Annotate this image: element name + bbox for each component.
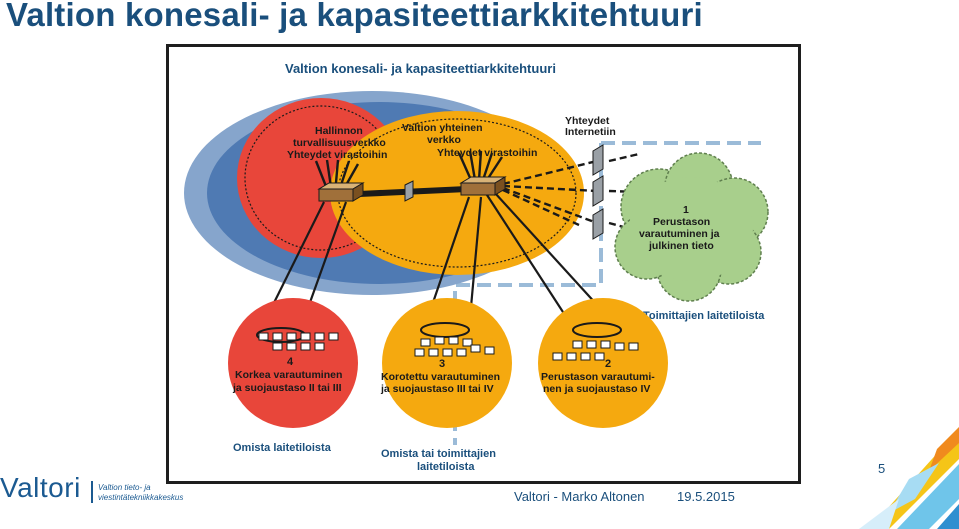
switch-icon (317, 182, 365, 202)
logo-subtitle: viestintätekniikkakeskus (98, 493, 184, 502)
yellow-net-label: verkko (427, 134, 461, 146)
circle2-label: Perustason varautumi- (541, 371, 655, 383)
corner-decoration (859, 427, 959, 529)
red-net-label: Yhteydet virastoihin (287, 149, 387, 161)
circle2-number: 2 (605, 358, 611, 370)
red-net-label: turvallisuusverkko (293, 137, 386, 149)
diagram-canvas: Valtion konesali- ja kapasiteettiarkkite… (184, 61, 769, 473)
firewall-icons (404, 144, 604, 240)
firewall-icon (592, 208, 604, 240)
internet-label: Internetiin (565, 126, 616, 138)
yellow-net-label: Valtion yhteinen (402, 122, 483, 134)
own-or-supplier-label: laitetiloista (417, 461, 475, 473)
yellow-network-boundary (337, 118, 577, 268)
valtori-logo: Valtori Valtion tieto- ja viestintätekni… (0, 472, 200, 512)
circle-2 (538, 298, 668, 428)
firewall-icon (592, 175, 604, 207)
cloud-label: varautuminen ja (639, 228, 720, 240)
internet-links (502, 152, 640, 231)
logo-subtitle: Valtion tieto- ja (98, 483, 151, 492)
footer-date: 19.5.2015 (677, 489, 735, 504)
firewall-icon (404, 180, 414, 202)
yellow-switch-fan (457, 150, 504, 181)
architecture-diagram: Valtion konesali- ja kapasiteettiarkkite… (166, 44, 801, 484)
yellow-network (330, 111, 584, 275)
circle3-number: 3 (439, 358, 445, 370)
page-number: 5 (878, 461, 886, 476)
cloud-number: 1 (683, 204, 689, 216)
circle-3 (382, 298, 512, 428)
internet-label: Yhteydet (565, 115, 610, 127)
logo-divider (91, 481, 93, 503)
yellow-net-label: Yhteydet virastoihin (437, 147, 537, 159)
circle4-label: ja suojaustaso II tai III (232, 382, 342, 394)
slide-title: Valtion konesali- ja kapasiteettiarkkite… (6, 0, 703, 33)
diagram-title: Valtion konesali- ja kapasiteettiarkkite… (285, 61, 556, 76)
cloud-label: Perustason (653, 216, 710, 228)
circle4-number: 4 (287, 356, 294, 368)
cloud-fill (629, 177, 753, 281)
own-premises-label: Omista laitetiloista (233, 442, 332, 454)
firewall-icon (592, 144, 604, 176)
circle4-label: Korkea varautuminen (235, 369, 342, 381)
logo-wordmark: Valtori (0, 472, 81, 503)
supplier-label: Toimittajien laitetiloista (643, 310, 765, 322)
footer-author: Valtori - Marko Altonen (514, 489, 645, 504)
circle3-label: ja suojaustaso III tai IV (380, 383, 494, 395)
switch-icon (459, 176, 507, 196)
circle3-label: Korotettu varautuminen (381, 371, 500, 383)
circle2-label: nen ja suojaustaso IV (543, 383, 650, 395)
own-or-supplier-label: Omista tai toimittajien (381, 448, 496, 460)
red-net-label: Hallinnon (315, 125, 363, 137)
cloud-label: julkinen tieto (648, 240, 714, 252)
server-icons (258, 332, 639, 361)
